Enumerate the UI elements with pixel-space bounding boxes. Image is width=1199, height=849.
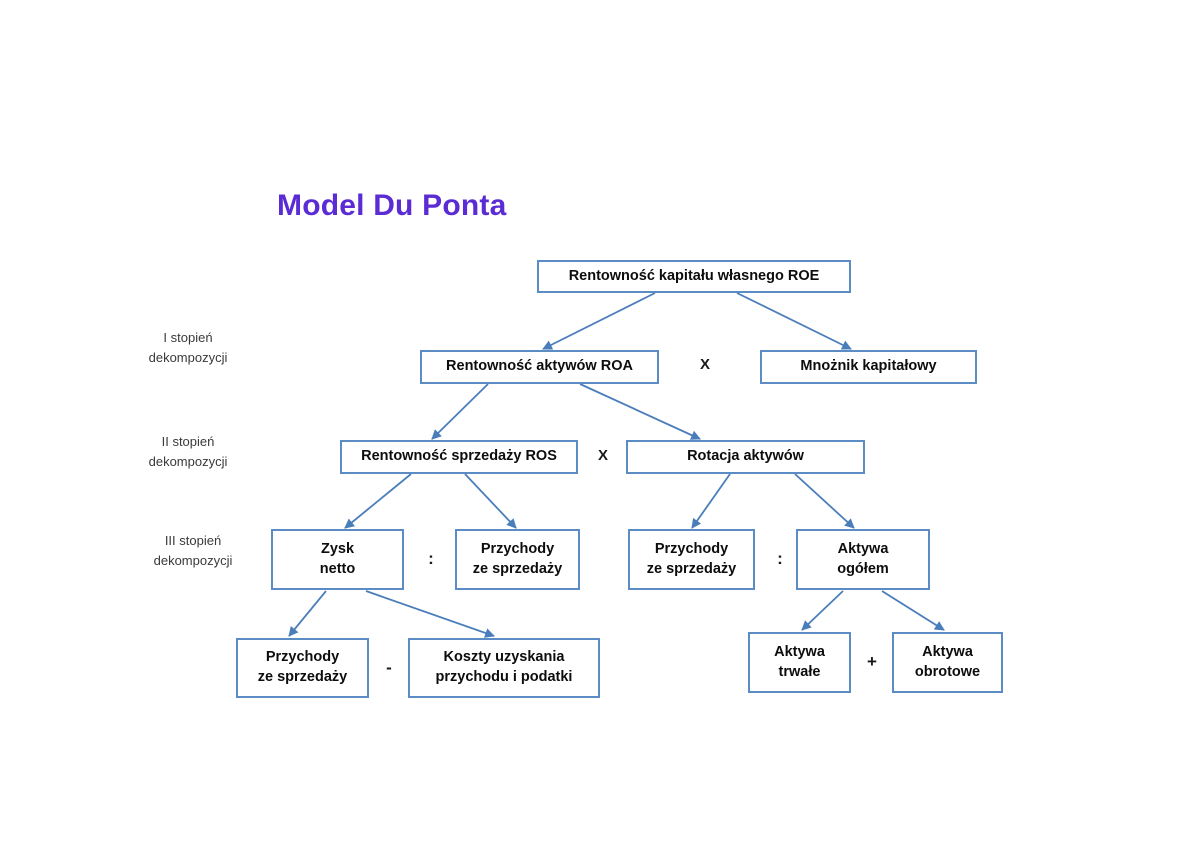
edge-roe-to-mnoznik [736,292,852,350]
node-roa-label: Rentowność aktywów ROA [446,358,633,375]
operator-level1-multiply: X [699,356,710,373]
node-zysk-netto-label: Zysk netto [319,540,356,577]
edge-roe-to-roa [542,292,656,350]
edge-rotacja-to-aktywa [794,473,855,529]
stage-label-2: II stopień dekompozycji [148,434,228,469]
node-przychody-ze-sprzedazy-1[interactable]: Przychody ze sprzedaży [455,529,580,590]
node-aktywa-obrotowe[interactable]: Aktywa obrotowe [892,632,1003,693]
node-roa[interactable]: Rentowność aktywów ROA [420,350,659,384]
edge-roa-to-rotacja [579,383,701,440]
node-przychody-ze-sprzedazy-2-label: Przychody ze sprzedaży [646,540,737,577]
operator-zysk-minus: - [386,658,392,677]
edge-roa-to-ros [431,383,489,440]
operator-ros-divide: : [428,549,434,568]
node-ros[interactable]: Rentowność sprzedaży ROS [340,440,578,474]
node-koszty-uzyskania[interactable]: Koszty uzyskania przychodu i podatki [408,638,600,698]
operator-rotacja-divide: : [777,549,783,568]
operator-aktywa-plus: + [867,652,877,671]
edge-ros-to-zysk [344,473,412,529]
stage-label-3: III stopień dekompozycji [153,533,233,568]
edge-zysk-to-koszty [365,590,495,638]
node-aktywa-obrotowe-label: Aktywa obrotowe [914,643,981,680]
operator-level2-multiply: X [597,447,608,464]
node-przychody-ze-sprzedazy-2[interactable]: Przychody ze sprzedaży [628,529,755,590]
node-przychody-ze-sprzedazy-1-label: Przychody ze sprzedaży [472,540,563,577]
node-aktywa-trwale[interactable]: Aktywa trwałe [748,632,851,693]
node-roe-label: Rentowność kapitału własnego ROE [568,267,820,284]
node-aktywa-ogolem-label: Aktywa ogółem [837,540,889,577]
node-przychody-ze-sprzedazy-3-label: Przychody ze sprzedaży [257,649,348,685]
node-zysk-netto[interactable]: Zysk netto [271,529,404,590]
node-przychody-ze-sprzedazy-3[interactable]: Przychody ze sprzedaży [236,638,369,698]
edge-zysk-to-przychody [288,590,327,637]
node-rotacja-aktywow-label: Rotacja aktywów [687,448,804,465]
node-mnoznik-kapitalowy-label: Mnożnik kapitałowy [800,358,937,375]
edge-aktywa-to-obrotowe [881,590,945,631]
edge-rotacja-to-przychody [691,473,731,529]
page-title: Model Du Ponta [277,189,507,222]
node-rotacja-aktywow[interactable]: Rotacja aktywów [626,440,865,474]
node-mnoznik-kapitalowy[interactable]: Mnożnik kapitałowy [760,350,977,384]
edge-aktywa-to-trwale [801,590,844,631]
edge-ros-to-przychody [464,473,517,529]
node-koszty-uzyskania-label: Koszty uzyskania przychodu i podatki [435,649,573,685]
stage-label-1: I stopień dekompozycji [148,330,228,365]
node-roe[interactable]: Rentowność kapitału własnego ROE [537,260,851,293]
node-aktywa-trwale-label: Aktywa trwałe [774,643,825,680]
node-aktywa-ogolem[interactable]: Aktywa ogółem [796,529,930,590]
node-ros-label: Rentowność sprzedaży ROS [361,448,557,465]
